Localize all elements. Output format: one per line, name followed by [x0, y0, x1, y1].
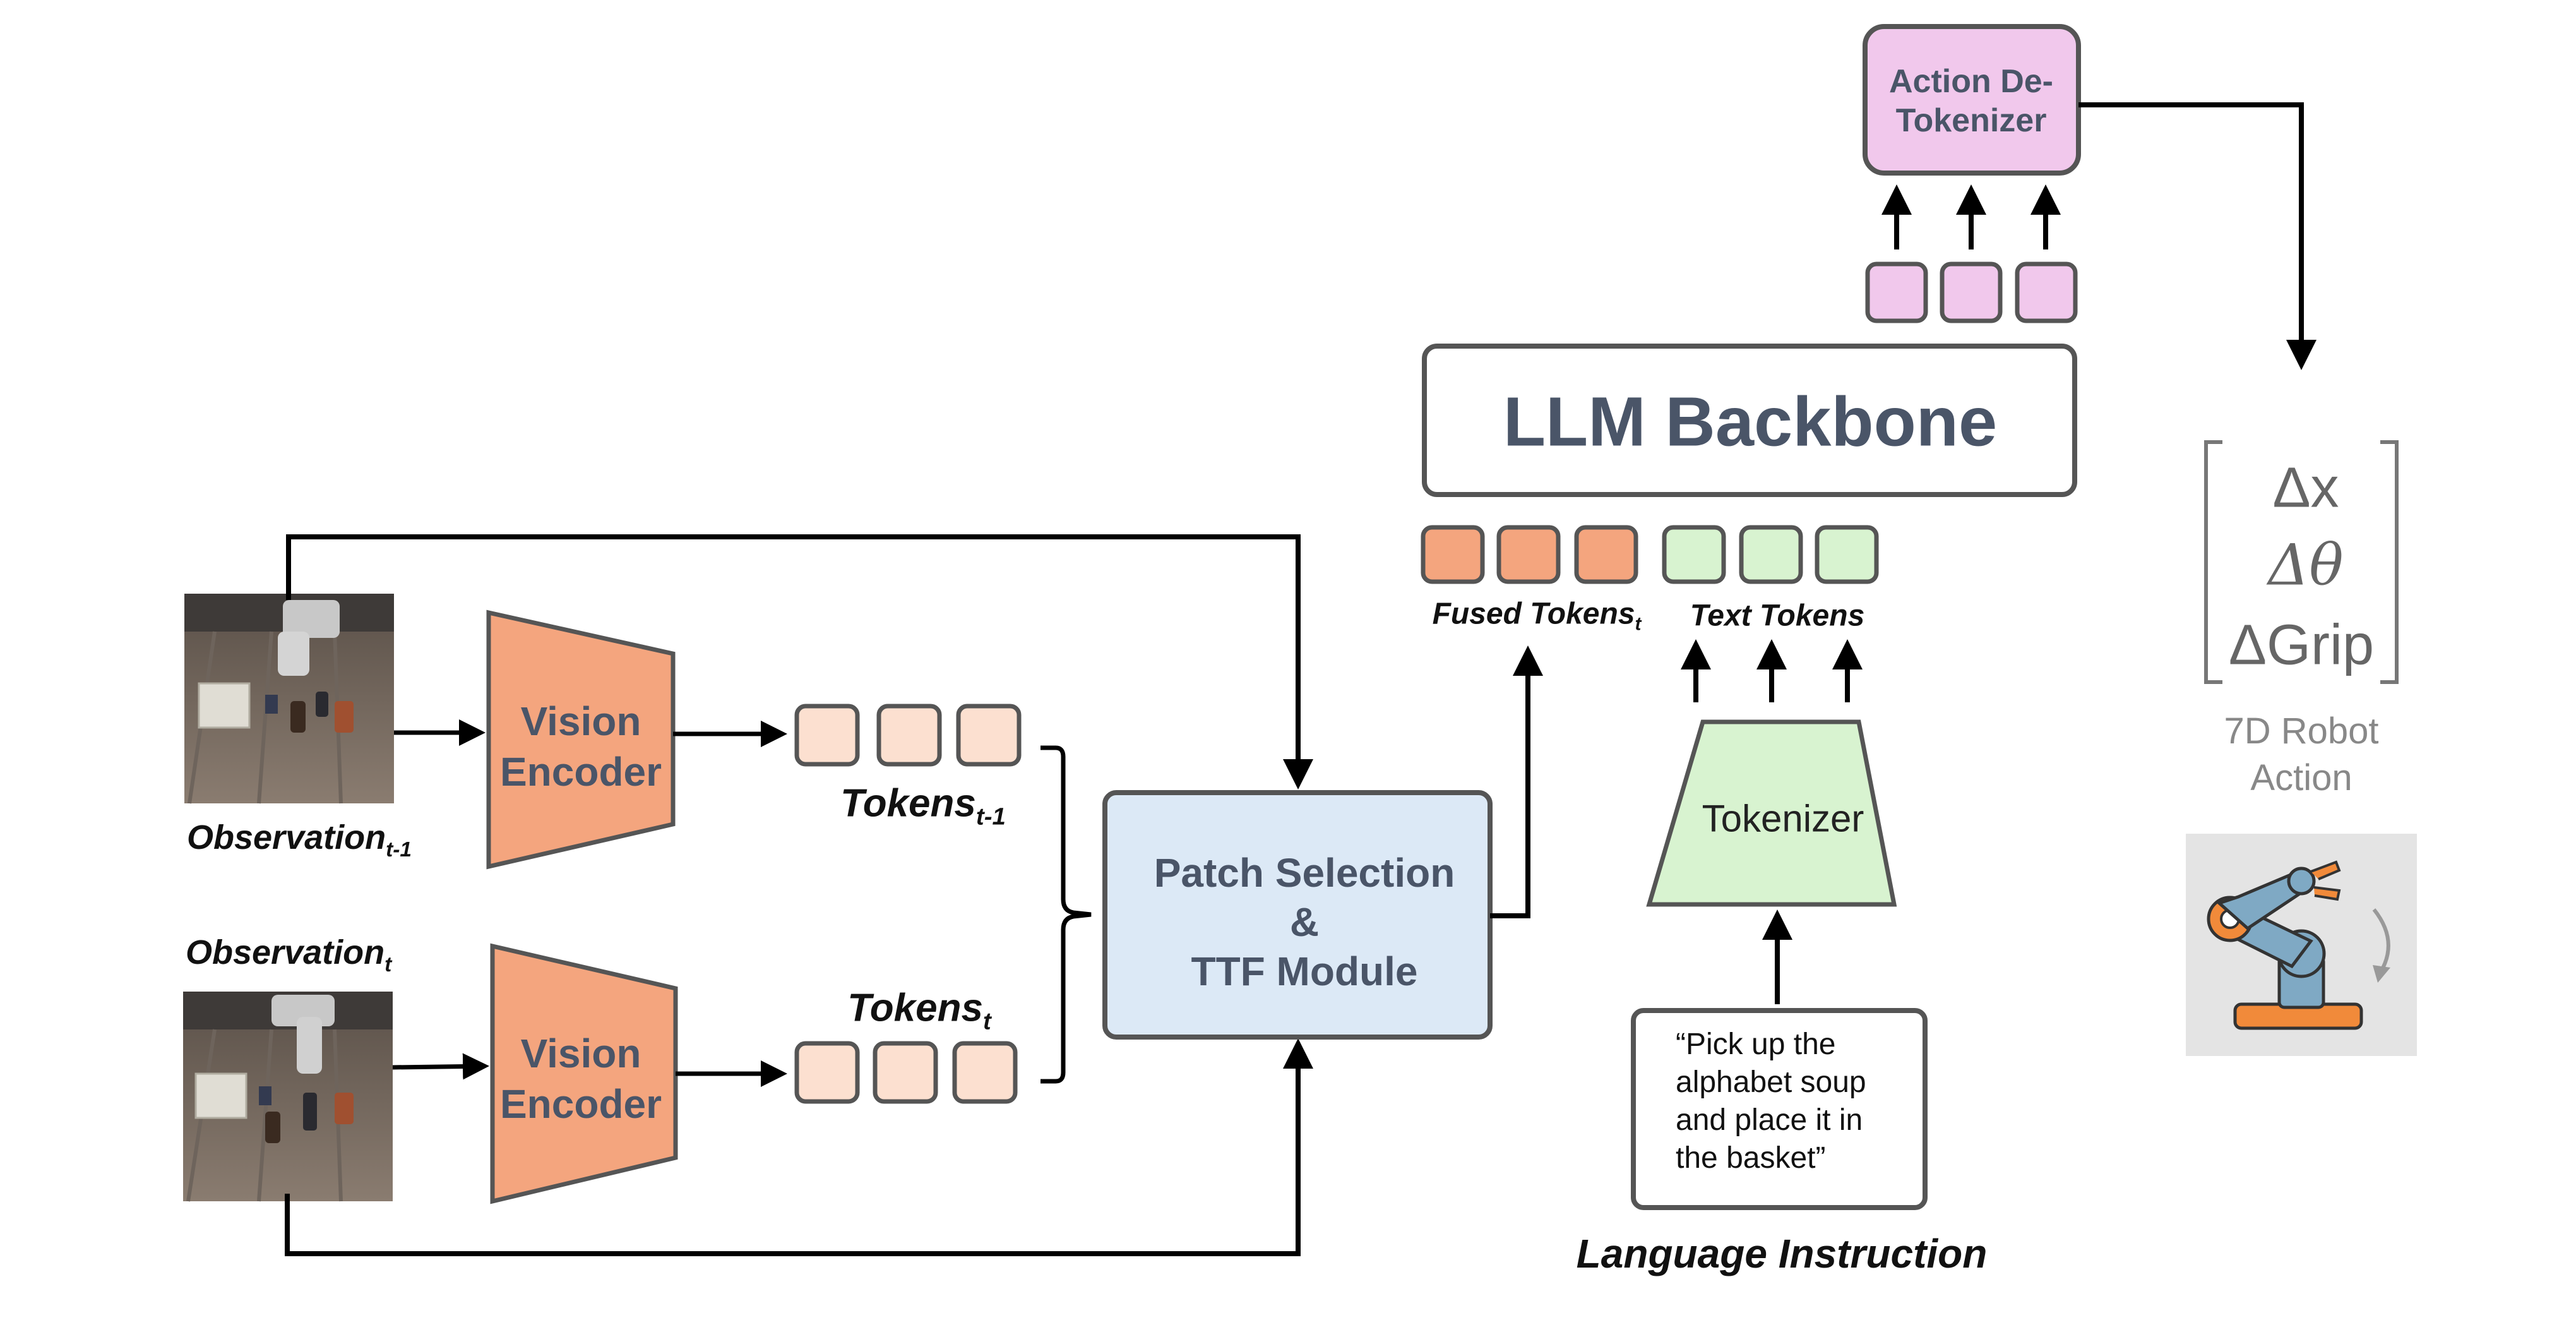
text-token-square	[1662, 525, 1726, 584]
patch-selection-label: Patch Selection&TTF Module	[1154, 850, 1455, 994]
tokenizer-trapezoid	[1646, 719, 1897, 907]
arrow-obs-curr-to-encoder	[392, 1053, 489, 1080]
llm-backbone-box	[1422, 344, 2077, 497]
token-square	[794, 704, 860, 767]
observation-curr-image	[183, 992, 393, 1202]
observation-curr-label: Observationt	[186, 933, 392, 976]
tokens-prev-squares	[794, 704, 1022, 767]
fused-token-square	[1421, 525, 1485, 584]
tokenizer-label: Tokenizer	[1702, 797, 1864, 840]
fused-token-squares	[1421, 525, 1638, 584]
token-square	[873, 1041, 938, 1104]
fused-token-square	[1574, 525, 1638, 584]
fused-token-square	[1496, 525, 1561, 584]
language-instruction-caption: Language Instruction	[1576, 1231, 1988, 1276]
prev-obs-bypass-line	[286, 534, 1313, 789]
action-detokenizer-label: Action De-Tokenizer	[1889, 63, 2053, 139]
left-bracket	[2204, 440, 2222, 684]
text-token-square	[1815, 525, 1879, 584]
text-tokens-label: Text Tokens	[1690, 599, 1865, 633]
right-bracket	[2380, 440, 2399, 684]
vision-encoder-top	[486, 609, 676, 870]
token-square	[876, 704, 942, 767]
action-token-square	[1940, 261, 2003, 323]
token-square	[794, 1041, 860, 1104]
tokens-curr-squares	[794, 1041, 1018, 1104]
observation-prev-label: Observationt-1	[187, 819, 412, 861]
tokens-curr-label: Tokenst	[847, 986, 991, 1035]
action-detokenizer-box	[1863, 24, 2081, 176]
vision-encoder-bottom	[490, 943, 678, 1204]
action-token-square	[2015, 261, 2078, 323]
robot-arm-icon	[2186, 834, 2417, 1056]
observation-prev-image	[184, 594, 394, 804]
action-vector-dx: Δx	[2272, 456, 2339, 520]
text-token-square	[1739, 525, 1803, 584]
llm-backbone-label: LLM Backbone	[1503, 383, 1998, 461]
arrow-patch-to-fused	[1490, 645, 1543, 918]
action-token-squares	[1865, 261, 2078, 323]
tokens-prev-label: Tokenst-1	[840, 781, 1006, 831]
fused-tokens-label: Fused Tokenst	[1432, 597, 1642, 635]
curr-obs-bypass-line	[285, 1038, 1313, 1256]
token-square	[956, 704, 1022, 767]
token-square	[952, 1041, 1018, 1104]
action-vector-dgrip: ΔGrip	[2228, 613, 2375, 677]
action-token-square	[1865, 261, 1928, 323]
action-vector-dtheta: Δθ	[2268, 532, 2344, 599]
instruction-box	[1631, 1008, 1928, 1210]
merge-brace	[1041, 745, 1092, 1084]
arrow-detokenizer-to-action	[2078, 102, 2317, 370]
text-token-squares	[1662, 525, 1879, 584]
